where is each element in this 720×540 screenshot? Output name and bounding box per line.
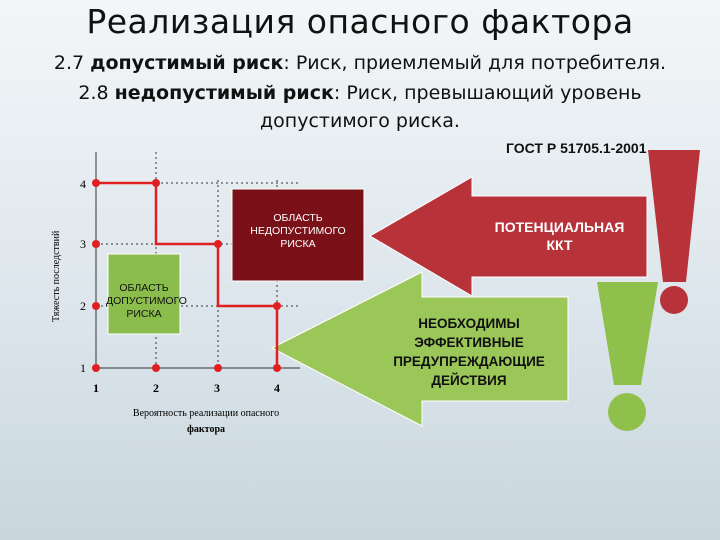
definition-text: : Риск, приемлемый для потребителя. <box>283 52 667 74</box>
slide-title: Реализация опасного фактора <box>86 2 634 41</box>
x-tick-label: 4 <box>274 381 280 395</box>
boundary-point <box>92 240 100 248</box>
boundary-point <box>92 364 100 372</box>
definition-acceptable: 2.7 допустимый риск: Риск, приемлемый дл… <box>0 52 720 74</box>
potential-kkt-label: ПОТЕНЦИАЛЬНАЯ ККТ <box>472 218 647 254</box>
boundary-point <box>273 364 281 372</box>
boundary-point <box>92 179 100 187</box>
label-line: ОБЛАСТЬ <box>119 282 169 294</box>
x-axis-label: Вероятность реализации опасного <box>133 408 279 419</box>
definition-unacceptable: 2.8 недопустимый риск: Риск, превышающий… <box>0 82 720 104</box>
x-tick-label: 1 <box>93 381 99 395</box>
label-line: ДЕЙСТВИЯ <box>431 373 507 388</box>
preventive-actions-arrow <box>270 271 569 427</box>
x-axis-label: фактора <box>187 424 225 435</box>
label-line: ЭФФЕКТИВНЫЕ <box>414 335 524 350</box>
potential-kkt-arrow <box>369 176 648 297</box>
x-tick-label: 2 <box>153 381 159 395</box>
green-exclamation-bar <box>597 282 658 385</box>
y-axis-label: Тяжесть последствий <box>51 230 62 322</box>
y-tick-label: 2 <box>80 299 86 313</box>
boundary-point <box>214 240 222 248</box>
label-line: НЕДОПУСТИМОГО <box>250 225 346 237</box>
label-line: ПОТЕНЦИАЛЬНАЯ <box>494 219 625 235</box>
label-line: ОБЛАСТЬ <box>273 212 323 224</box>
red-exclamation-bar <box>648 150 700 282</box>
unacceptable-region-label: ОБЛАСТЬ НЕДОПУСТИМОГО РИСКА <box>232 212 364 251</box>
boundary-point <box>152 364 160 372</box>
boundary-point <box>152 179 160 187</box>
definition-text: : Риск, превышающий уровень <box>333 82 642 104</box>
boundary-point <box>273 302 281 310</box>
red-exclamation-dot <box>660 286 688 314</box>
boundary-point <box>92 302 100 310</box>
boundary-points <box>92 179 281 372</box>
label-line: РИСКА <box>280 238 316 250</box>
label-line: ПРЕДУПРЕЖДАЮЩИЕ <box>393 354 545 369</box>
unacceptable-region-box <box>231 188 365 282</box>
green-exclamation-dot <box>608 393 646 431</box>
label-line: ККТ <box>546 237 573 253</box>
standard-reference: ГОСТ Р 51705.1-2001 <box>506 140 647 156</box>
label-line: ДОПУСТИМОГО <box>106 295 187 307</box>
y-tick-label: 4 <box>80 177 86 191</box>
preventive-actions-label: НЕОБХОДИМЫ ЭФФЕКТИВНЫЕ ПРЕДУПРЕЖДАЮЩИЕ Д… <box>362 314 576 390</box>
label-line: РИСКА <box>126 308 162 320</box>
definition-number: 2.8 <box>78 82 115 104</box>
y-tick-label: 3 <box>80 237 86 251</box>
definition-continuation: допустимого риска. <box>260 110 460 132</box>
y-tick-label: 1 <box>80 361 86 375</box>
acceptable-region-box <box>107 253 181 335</box>
term-acceptable: допустимый риск <box>90 52 284 74</box>
definition-number: 2.7 <box>53 52 91 74</box>
x-tick-label: 3 <box>214 381 220 395</box>
acceptable-region-label: ОБЛАСТЬ ДОПУСТИМОГО РИСКА <box>106 282 187 321</box>
boundary-point <box>214 364 222 372</box>
label-line: НЕОБХОДИМЫ <box>418 316 520 331</box>
term-unacceptable: недопустимый риск <box>114 82 334 104</box>
